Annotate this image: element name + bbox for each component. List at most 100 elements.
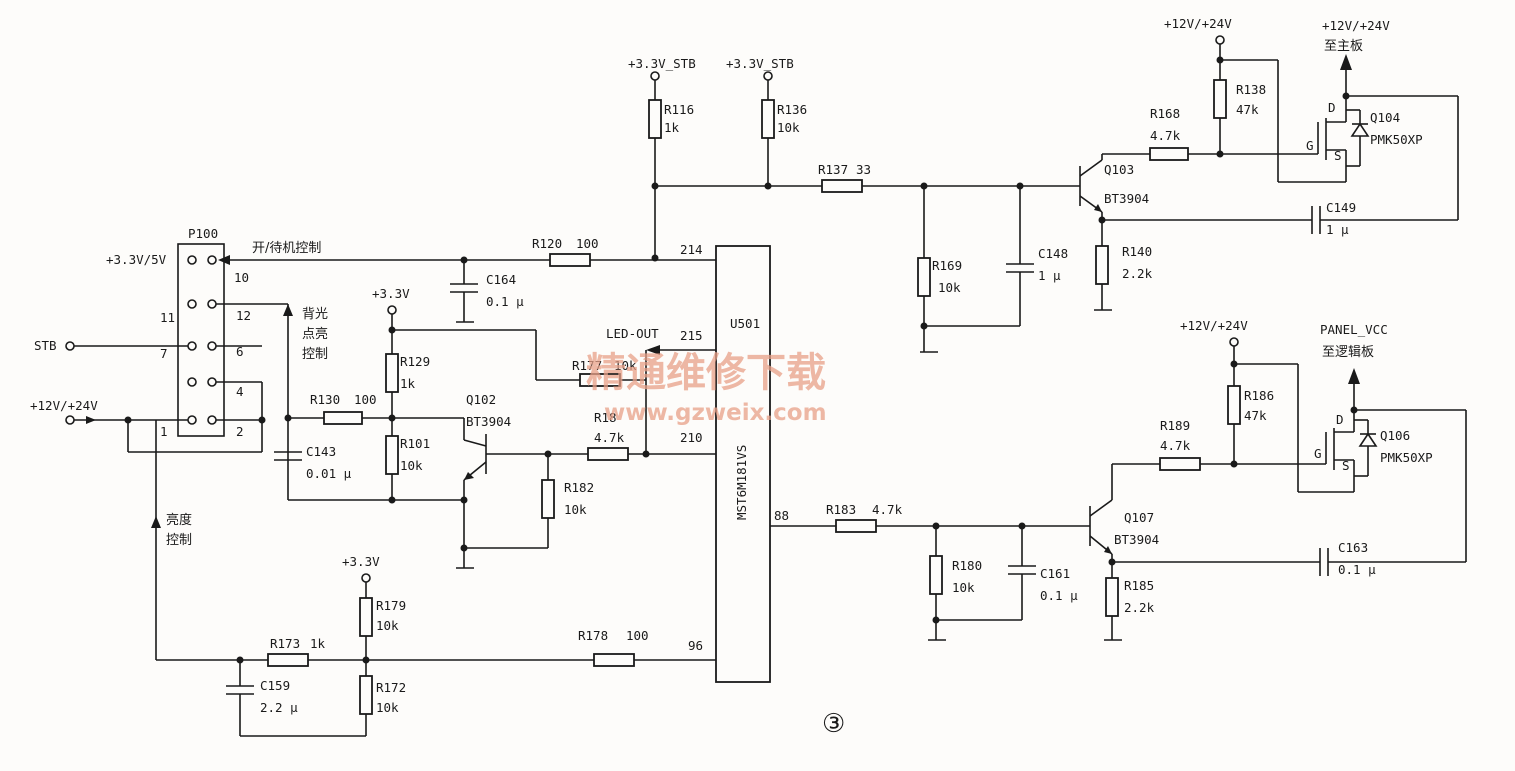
- svg-text:R185: R185: [1124, 578, 1154, 593]
- svg-text:C164: C164: [486, 272, 516, 287]
- capacitor-c149: C149 1 µ: [1311, 200, 1356, 237]
- svg-text:D: D: [1336, 412, 1344, 427]
- svg-text:S: S: [1334, 148, 1342, 163]
- watermark-text: 精通维修下载: [586, 350, 826, 396]
- svg-text:10k: 10k: [938, 280, 961, 295]
- svg-text:0.01 µ: 0.01 µ: [306, 466, 352, 481]
- rail-label: +12V/+24V: [1322, 18, 1390, 33]
- capacitor-c163: C163 0.1 µ: [1319, 540, 1376, 577]
- svg-text:C163: C163: [1338, 540, 1368, 555]
- svg-text:R168: R168: [1150, 106, 1180, 121]
- resistor-r185: R185 2.2k: [1105, 577, 1155, 617]
- transistor-q102: Q102 BT3904: [463, 392, 511, 481]
- resistor-r169: R169 10k: [917, 257, 962, 297]
- svg-text:R183: R183: [826, 502, 856, 517]
- svg-text:Q102: Q102: [466, 392, 496, 407]
- mosfet-q106: D G S Q106 PMK50XP: [1314, 406, 1433, 492]
- resistor-r120: R120 100: [532, 236, 599, 267]
- rail-label: +12V/+24V: [1180, 318, 1248, 333]
- resistor-r177: R177 10k: [572, 358, 637, 387]
- svg-text:R169: R169: [932, 258, 962, 273]
- svg-text:C143: C143: [306, 444, 336, 459]
- svg-text:4: 4: [236, 384, 244, 399]
- svg-text:10k: 10k: [376, 618, 399, 633]
- resistor-r140: R140 2.2k: [1095, 244, 1153, 285]
- resistor-r137: R137 33: [818, 162, 871, 193]
- ic-u501: U501 MST6M181VS 214 215 210 88 96: [680, 242, 789, 683]
- svg-text:R180: R180: [952, 558, 982, 573]
- svg-text:100: 100: [626, 628, 649, 643]
- svg-text:R136: R136: [777, 102, 807, 117]
- svg-text:PMK50XP: PMK50XP: [1380, 450, 1433, 465]
- svg-text:Q106: Q106: [1380, 428, 1410, 443]
- stb-rail-1: +3.3V_STB: [628, 56, 696, 100]
- svg-text:210: 210: [680, 430, 703, 445]
- svg-text:C148: C148: [1038, 246, 1068, 261]
- svg-text:U501: U501: [730, 316, 760, 331]
- resistor-r182: R182 10k: [541, 479, 594, 519]
- svg-text:1k: 1k: [310, 636, 326, 651]
- svg-text:R101: R101: [400, 436, 430, 451]
- svg-text:0.1 µ: 0.1 µ: [486, 294, 524, 309]
- resistor-r180: R180 10k: [929, 555, 982, 595]
- svg-text:C149: C149: [1326, 200, 1356, 215]
- resistor-r172: R172 10k: [359, 675, 406, 715]
- svg-text:1: 1: [160, 424, 168, 439]
- svg-text:R173: R173: [270, 636, 300, 651]
- svg-text:0.1 µ: 0.1 µ: [1040, 588, 1078, 603]
- svg-text:BT3904: BT3904: [466, 414, 511, 429]
- svg-text:100: 100: [354, 392, 377, 407]
- svg-text:2.2k: 2.2k: [1122, 266, 1153, 281]
- capacitor-c164: C164 0.1 µ: [450, 272, 524, 309]
- svg-text:点亮: 点亮: [302, 326, 328, 342]
- svg-text:R177: R177: [572, 358, 602, 373]
- svg-text:33: 33: [856, 162, 871, 177]
- svg-text:R18: R18: [594, 410, 617, 425]
- resistor-r179: R179 10k: [359, 597, 406, 637]
- svg-text:1 µ: 1 µ: [1038, 268, 1061, 283]
- rail-label: PANEL_VCC: [1320, 322, 1388, 337]
- svg-text:控制: 控制: [166, 533, 192, 548]
- capacitor-c143: C143 0.01 µ: [274, 444, 352, 481]
- svg-text:2: 2: [236, 424, 244, 439]
- resistor-r130: R130 100: [310, 392, 377, 425]
- svg-text:10k: 10k: [564, 502, 587, 517]
- svg-text:R137: R137: [818, 162, 848, 177]
- svg-text:47k: 47k: [1236, 102, 1259, 117]
- svg-text:R120: R120: [532, 236, 562, 251]
- svg-text:亮度: 亮度: [166, 512, 192, 528]
- svg-text:控制: 控制: [302, 347, 328, 362]
- svg-text:2.2 µ: 2.2 µ: [260, 700, 298, 715]
- transistor-q103: Q103 BT3904: [1079, 159, 1149, 213]
- resistor-r173: R173 1k: [267, 636, 326, 667]
- svg-text:0.1 µ: 0.1 µ: [1338, 562, 1376, 577]
- signal-label: 开/待机控制: [252, 241, 321, 256]
- svg-text:10k: 10k: [777, 120, 800, 135]
- svg-text:Q107: Q107: [1124, 510, 1154, 525]
- svg-text:47k: 47k: [1244, 408, 1267, 423]
- svg-text:10k: 10k: [952, 580, 975, 595]
- svg-text:1 µ: 1 µ: [1326, 222, 1349, 237]
- resistor-r101: R101 10k: [385, 435, 430, 475]
- svg-text:96: 96: [688, 638, 703, 653]
- svg-text:10k: 10k: [614, 358, 637, 373]
- rail-label: +3.3V: [372, 286, 410, 301]
- svg-text:P100: P100: [188, 226, 218, 241]
- svg-text:R172: R172: [376, 680, 406, 695]
- svg-text:Q104: Q104: [1370, 110, 1400, 125]
- resistor-r178: R178 100: [578, 628, 649, 667]
- svg-text:R189: R189: [1160, 418, 1190, 433]
- svg-text:D: D: [1328, 100, 1336, 115]
- resistor-r168: R168 4.7k: [1149, 106, 1189, 161]
- rail-label: +3.3V: [342, 554, 380, 569]
- resistor-r129: R129 1k: [385, 353, 430, 393]
- capacitor-c159: C159 2.2 µ: [226, 678, 298, 715]
- rail-label: +3.3V_STB: [726, 56, 794, 71]
- svg-text:215: 215: [680, 328, 703, 343]
- resistor-r136: R136 10k: [761, 99, 807, 139]
- svg-text:2.2k: 2.2k: [1124, 600, 1155, 615]
- svg-text:6: 6: [236, 344, 244, 359]
- svg-text:C159: C159: [260, 678, 290, 693]
- rail-label: +3.3V/5V: [106, 252, 167, 267]
